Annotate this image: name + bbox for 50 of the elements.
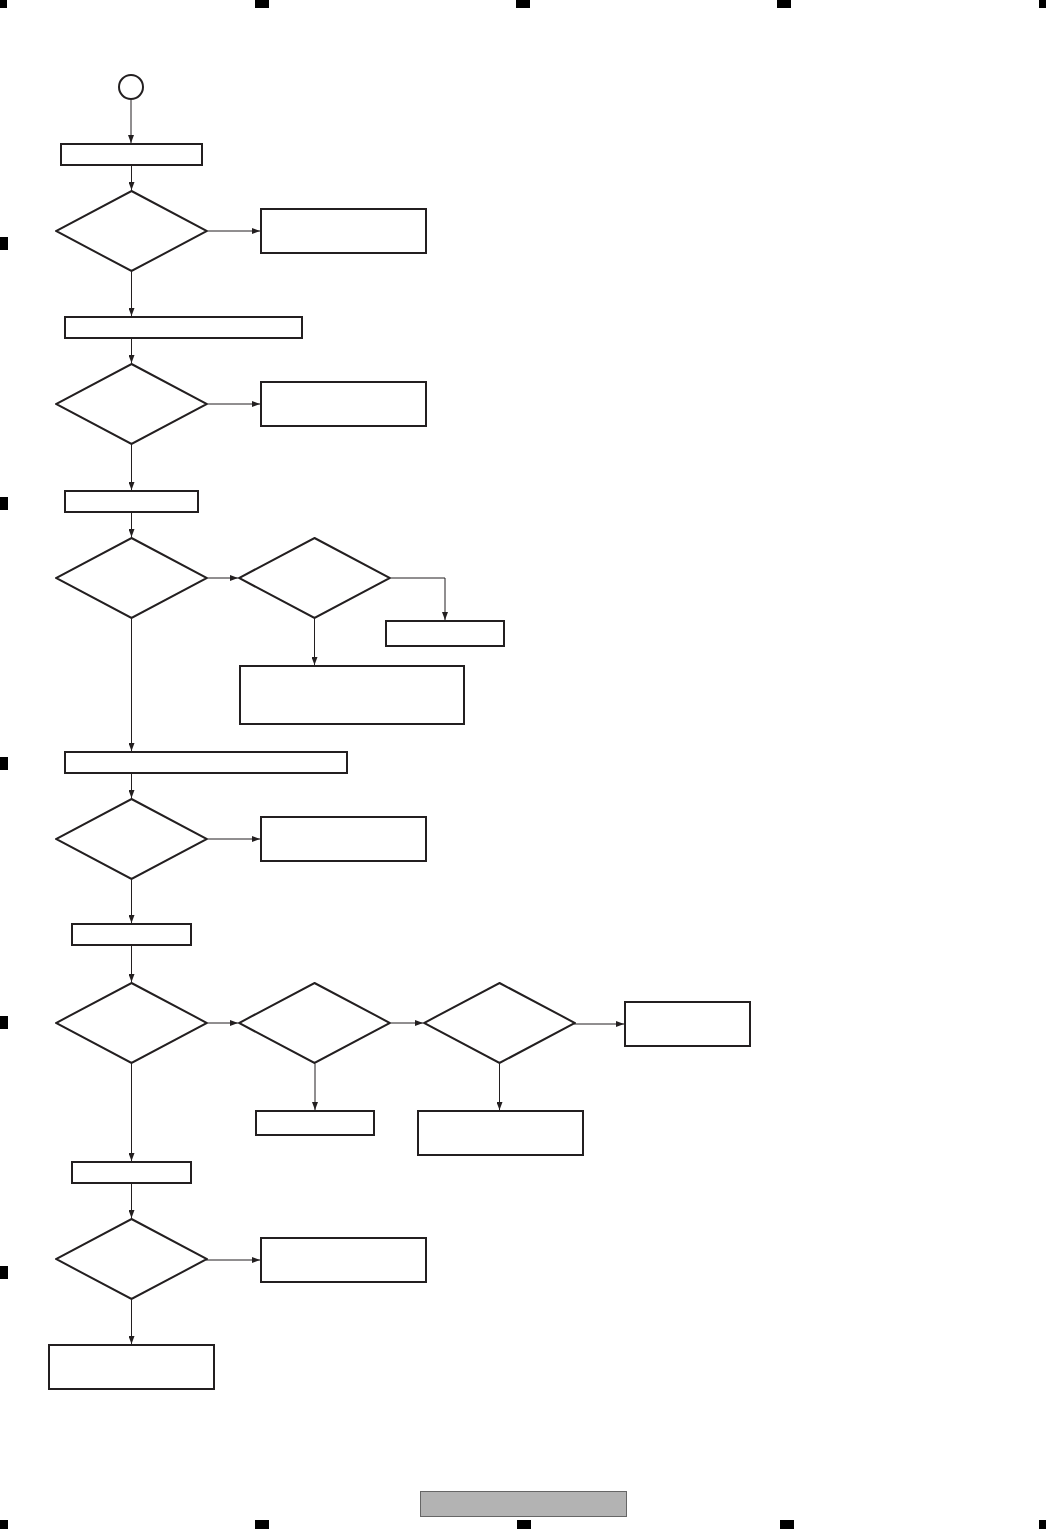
flow-arrow bbox=[128, 165, 135, 191]
flow-arrow bbox=[128, 271, 135, 317]
flow-arrow bbox=[128, 945, 135, 983]
flow-arrow bbox=[312, 1063, 318, 1111]
flow-arrow bbox=[573, 1021, 625, 1027]
process-box bbox=[255, 1110, 375, 1136]
process-box bbox=[48, 1344, 215, 1390]
process-box bbox=[71, 923, 192, 946]
flow-arrow bbox=[128, 1063, 135, 1162]
process-box bbox=[260, 816, 427, 862]
process-box bbox=[64, 316, 303, 339]
process-box bbox=[64, 751, 348, 774]
flow-arrow bbox=[207, 1020, 239, 1026]
process-box bbox=[60, 143, 203, 166]
flow-arrow bbox=[128, 879, 135, 924]
flow-arrow bbox=[207, 575, 239, 581]
decision-diamond bbox=[238, 982, 391, 1064]
process-box bbox=[71, 1161, 192, 1184]
decision-diamond bbox=[55, 537, 208, 619]
flow-arrow bbox=[205, 1257, 261, 1263]
flow-arrow bbox=[311, 618, 318, 666]
flow-arrow bbox=[128, 1183, 135, 1219]
flow-arrow bbox=[128, 338, 135, 364]
flow-arrow bbox=[128, 1299, 135, 1345]
flow-arrow bbox=[128, 618, 135, 752]
flow-arrow bbox=[496, 1063, 503, 1111]
decision-diamond bbox=[238, 537, 391, 619]
process-box bbox=[385, 620, 505, 647]
process-box bbox=[417, 1110, 584, 1156]
flow-arrow bbox=[207, 401, 261, 407]
flow-arrow bbox=[128, 773, 135, 799]
process-box bbox=[260, 208, 427, 254]
flow-arrow bbox=[390, 577, 448, 621]
flow-arrow bbox=[207, 836, 261, 842]
flow-arrow bbox=[207, 228, 261, 234]
process-box bbox=[64, 490, 199, 513]
process-box bbox=[260, 381, 427, 427]
decision-diamond bbox=[55, 982, 208, 1064]
decision-diamond bbox=[55, 1218, 208, 1300]
flow-arrow bbox=[390, 1020, 424, 1026]
process-box bbox=[239, 665, 465, 725]
flow-arrow bbox=[128, 444, 135, 491]
process-box bbox=[260, 1237, 427, 1283]
decision-diamond bbox=[55, 190, 208, 272]
process-box bbox=[624, 1001, 751, 1047]
decision-diamond bbox=[55, 798, 208, 880]
decision-diamond bbox=[55, 363, 208, 445]
decision-diamond bbox=[423, 982, 576, 1064]
flow-arrow bbox=[128, 99, 134, 144]
flow-arrow bbox=[128, 512, 135, 538]
